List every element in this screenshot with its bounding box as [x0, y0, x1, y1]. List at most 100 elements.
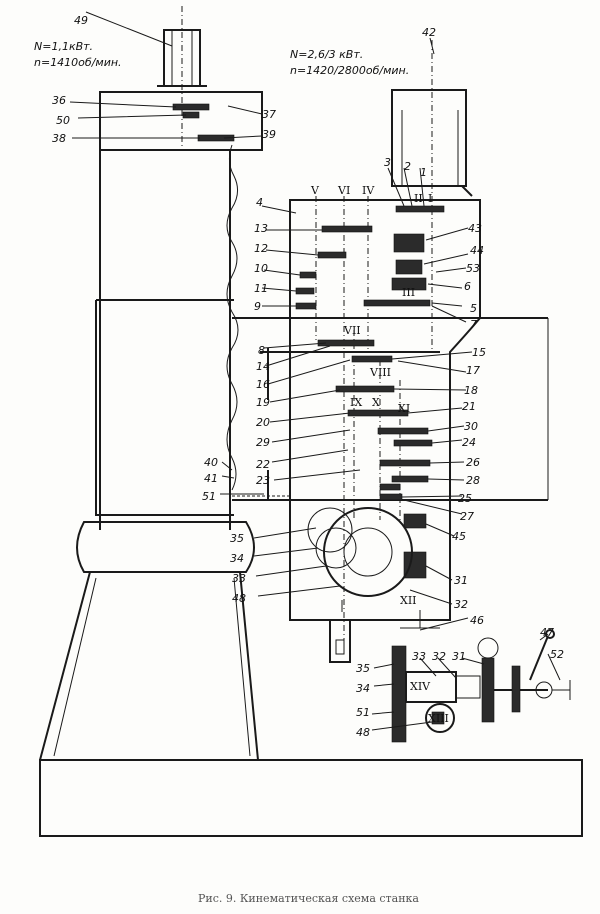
shaft-label-XI: XI — [398, 402, 410, 415]
part-label-48: 48 — [232, 592, 246, 605]
part-label-22: 22 — [256, 458, 270, 471]
part-label-1: 1 — [420, 166, 427, 179]
gear-18-19 — [335, 385, 395, 393]
part-label-26: 26 — [466, 456, 480, 469]
arm — [232, 317, 549, 501]
part-label-53: 53 — [466, 262, 480, 275]
detail-label-31: 31 — [452, 650, 466, 663]
motor-left-power: N=1,1кВт. — [34, 40, 93, 53]
gear-48-detail — [425, 703, 455, 733]
shaft-label-I: I — [428, 192, 432, 205]
leader-lines — [69, 11, 561, 731]
column — [39, 150, 259, 761]
part-label-23: 23 — [256, 474, 270, 487]
part-label-43: 43 — [468, 222, 482, 235]
shaft-label-XIII: XIII — [428, 712, 449, 725]
shaft-label-V: V — [310, 184, 320, 197]
gear-13 — [321, 225, 373, 233]
part-label-29: 29 — [256, 436, 270, 449]
part-label-36: 36 — [52, 94, 66, 107]
part-labels: 1 2 3 4 5 6 7 8 9 10 11 12 13 14 15 16 1… — [52, 14, 564, 661]
part-label-39: 39 — [262, 128, 276, 141]
part-label-9: 9 — [254, 300, 261, 313]
gear-45 — [403, 513, 427, 529]
gear-44 — [395, 259, 423, 275]
part-label-28: 28 — [466, 474, 480, 487]
gears — [295, 205, 445, 579]
part-label-35: 35 — [230, 532, 244, 545]
part-label-40: 40 — [204, 456, 218, 469]
gear-6 — [391, 277, 427, 291]
shaft-label-VII: VII — [343, 324, 361, 337]
part-label-33: 33 — [232, 572, 246, 585]
column-head — [99, 6, 263, 151]
worm-31 — [403, 551, 427, 579]
spindle-head — [289, 40, 481, 621]
shaft-label-III: III — [402, 286, 415, 299]
gear-9 — [295, 302, 317, 310]
shaft-label-VI: VI — [337, 184, 350, 197]
part-label-7: 7 — [470, 318, 477, 331]
part-label-31: 31 — [454, 574, 468, 587]
part-label-14: 14 — [256, 360, 270, 373]
part-label-6: 6 — [464, 280, 471, 293]
part-label-15: 15 — [472, 346, 486, 359]
part-label-38: 38 — [52, 132, 66, 145]
part-label-2: 2 — [404, 160, 411, 173]
gear-35 — [307, 507, 353, 553]
part-label-25: 25 — [458, 492, 472, 505]
detail-label-32: 32 — [432, 650, 446, 663]
gear-28 — [391, 475, 429, 483]
detail-label-33: 33 — [412, 650, 426, 663]
handle-47 — [529, 635, 549, 681]
motor-right-speed: n=1420/2800об/мин. — [290, 64, 409, 77]
part-label-18: 18 — [464, 384, 478, 397]
gear-10 — [299, 271, 317, 279]
part-label-42: 42 — [422, 26, 436, 39]
part-label-16: 16 — [256, 378, 270, 391]
shaft-label-X: X — [372, 396, 380, 409]
motor-left-speed: n=1410об/мин. — [34, 56, 122, 69]
gear-11 — [295, 287, 315, 295]
shaft-label-XIV: XIV — [410, 680, 431, 693]
detail-label-35: 35 — [356, 662, 370, 675]
part-label-30: 30 — [464, 420, 478, 433]
shaft-label-XII: XII — [400, 594, 417, 607]
detail-label-34: 34 — [356, 682, 370, 695]
shaft-label-VIII: VIII — [369, 366, 391, 379]
motor-right-power: N=2,6/3 кВт. — [290, 48, 363, 61]
gear-15-16 — [351, 355, 393, 363]
part-label-45: 45 — [452, 530, 466, 543]
detail-label-51: 51 — [356, 706, 370, 719]
part-label-46: 46 — [470, 614, 484, 627]
shaft-lines — [315, 196, 401, 650]
gear-25 — [379, 483, 401, 491]
part-label-4: 4 — [256, 196, 263, 209]
figure-caption: Рис. 9. Кинематическая схема станка — [198, 892, 419, 905]
lifting-screw — [226, 144, 239, 491]
part-label-8: 8 — [258, 344, 265, 357]
gear-26 — [379, 459, 431, 467]
part-label-49: 49 — [74, 14, 88, 27]
gear-5 — [363, 299, 431, 307]
part-label-24: 24 — [462, 436, 476, 449]
part-label-5: 5 — [470, 302, 477, 315]
part-label-32: 32 — [454, 598, 468, 611]
rack-35 — [391, 645, 407, 743]
feed-detail — [391, 629, 571, 743]
part-label-3: 3 — [384, 156, 391, 169]
part-label-41: 41 — [204, 472, 218, 485]
gear-12 — [317, 251, 347, 259]
machine-base — [39, 759, 583, 837]
worm-drive — [307, 507, 413, 612]
detail-labels: 35 34 51 48 33 32 31 — [356, 650, 466, 739]
part-label-10: 10 — [254, 262, 268, 275]
gear-pair-36-37 — [172, 103, 210, 111]
part-label-12: 12 — [254, 242, 268, 255]
gear-8-14 — [317, 339, 375, 347]
part-label-19: 19 — [256, 396, 270, 409]
part-label-50: 50 — [56, 114, 70, 127]
part-label-20: 20 — [256, 416, 270, 429]
